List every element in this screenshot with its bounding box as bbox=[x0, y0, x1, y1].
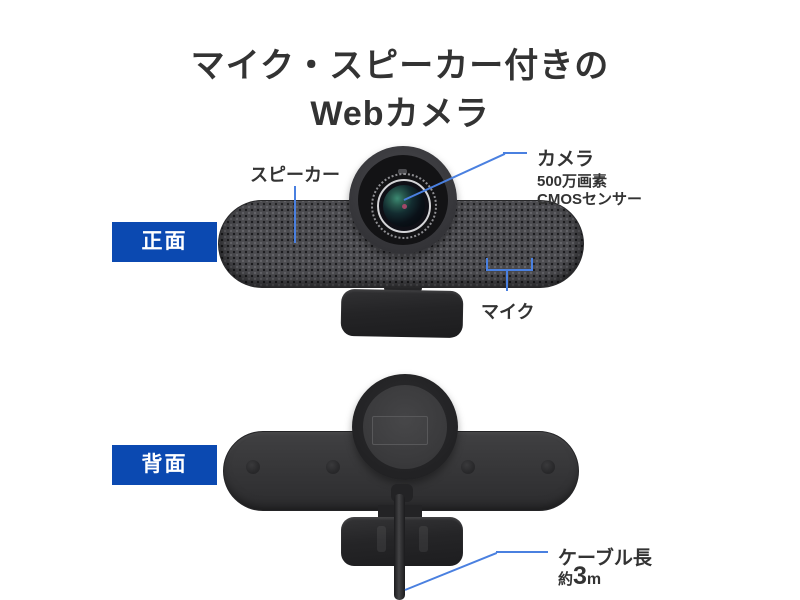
screw-dot bbox=[326, 460, 340, 474]
cable-label: ケーブル長 bbox=[558, 548, 652, 569]
mic-bracket bbox=[486, 258, 533, 271]
back-module-face bbox=[363, 385, 447, 469]
camera-spec-megapixels: 500万画素 bbox=[537, 173, 608, 190]
screw-dot bbox=[246, 460, 260, 474]
page-title-line1: マイク・スピーカー付きの bbox=[190, 47, 610, 85]
screw-dot bbox=[461, 460, 475, 474]
back-view-badge: 背面 bbox=[112, 445, 217, 485]
back-label-recess bbox=[372, 416, 428, 445]
speaker-label: スピーカー bbox=[250, 165, 340, 185]
clip-hinge bbox=[377, 526, 386, 552]
front-view-badge: 正面 bbox=[112, 222, 217, 262]
cable-leader-line-horizontal bbox=[496, 551, 548, 553]
cable-length-number: 3 bbox=[573, 562, 587, 590]
lens-dotted-ring bbox=[371, 173, 437, 239]
camera-label: カメラ bbox=[537, 149, 595, 170]
camera-spec-sensor: CMOSセンサー bbox=[537, 191, 643, 208]
cable-length-prefix: 約 bbox=[558, 571, 574, 588]
usb-cable bbox=[394, 494, 405, 600]
cable-length-value: 約3m bbox=[558, 562, 601, 591]
screw-dot bbox=[541, 460, 555, 474]
mic-leader-line bbox=[506, 269, 508, 291]
mic-label: マイク bbox=[481, 302, 535, 322]
front-mount-clip bbox=[340, 288, 464, 339]
camera-leader-line-horizontal bbox=[503, 152, 527, 154]
page-title-line2: Webカメラ bbox=[310, 95, 490, 133]
speaker-leader-line bbox=[294, 186, 296, 243]
lens-reflection-dot bbox=[402, 204, 407, 209]
clip-hinge bbox=[419, 526, 428, 552]
camera-led-indicator bbox=[398, 169, 407, 174]
cable-length-unit: m bbox=[586, 571, 602, 588]
